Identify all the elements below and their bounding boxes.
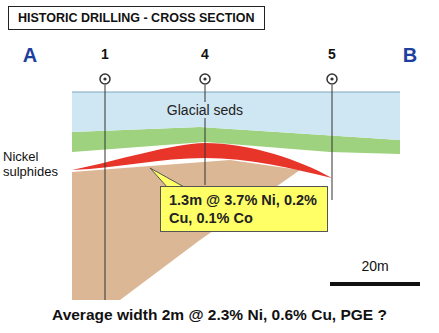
glacial-sediments: [72, 92, 400, 140]
scale-bar: [330, 282, 420, 286]
collar-dot: [203, 77, 206, 80]
section-end: A: [23, 44, 37, 67]
drill-hole: [332, 85, 333, 200]
callout-text: 1.3m @ 3.7% Ni, 0.2% Cu, 0.1% Co: [169, 191, 319, 227]
collar-symbol: [100, 74, 110, 84]
drill-hole: [105, 85, 106, 300]
scale-label: 20m: [361, 258, 388, 274]
collar-dot: [103, 77, 106, 80]
hole-number: 1: [101, 46, 109, 62]
section-end: B: [403, 44, 417, 67]
drill-hole: [205, 85, 206, 185]
collar-symbol: [200, 74, 210, 84]
caption: Average width 2m @ 2.3% Ni, 0.6% Cu, PGE…: [52, 306, 387, 324]
hole-number: 5: [328, 46, 336, 62]
nickel-sulphide-lens: [72, 143, 332, 178]
collar-symbol: [327, 74, 337, 84]
layer-label: Nickel sulphides: [3, 150, 69, 180]
collar-dot: [330, 77, 333, 80]
title-box: HISTORIC DRILLING - CROSS SECTION: [8, 6, 265, 30]
hole-number: 4: [201, 46, 209, 62]
ground-surface: [72, 92, 400, 93]
assay-callout: 1.3m @ 3.7% Ni, 0.2% Cu, 0.1% Co: [160, 186, 328, 232]
layer-label: Glacial seds: [164, 102, 246, 118]
callout-pointer: [150, 168, 186, 188]
